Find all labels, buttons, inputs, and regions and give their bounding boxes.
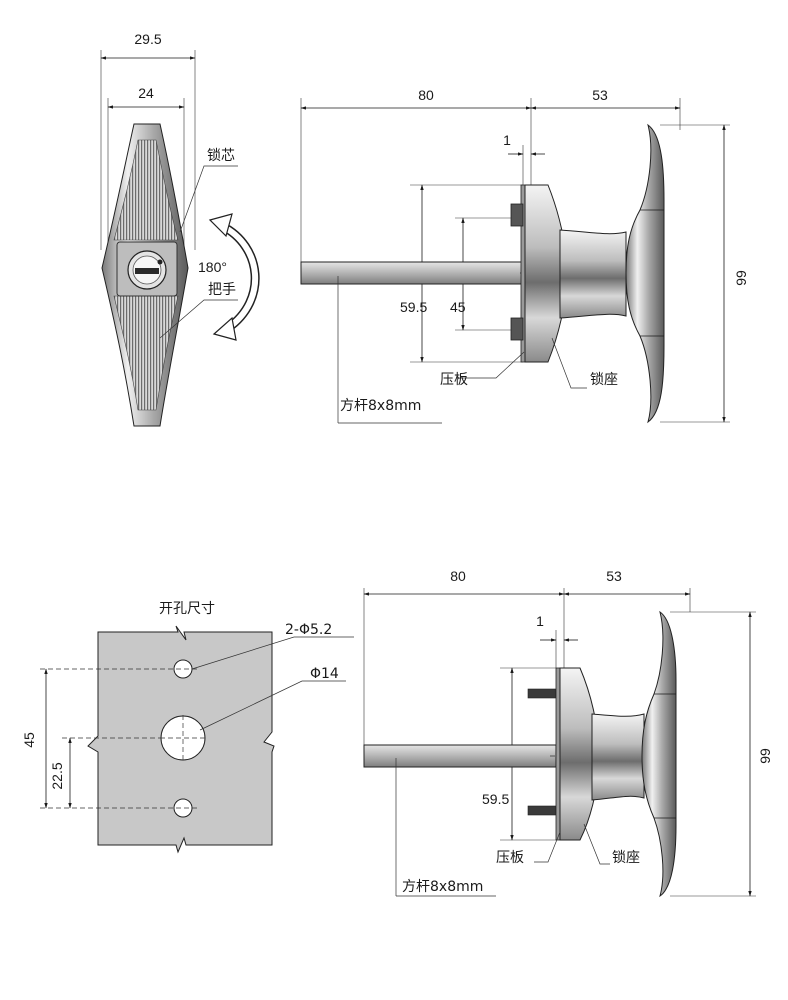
dim-29-5: 29.5 — [134, 31, 161, 47]
front-view: 29.5 24 锁芯 把手 180° — [100, 31, 260, 427]
pressure-plate-bottom — [555, 667, 561, 841]
dim-99-bottom: 99 — [757, 748, 773, 764]
dim-59-5-bottom: 59.5 — [482, 791, 509, 807]
dim-99-top: 99 — [733, 270, 749, 286]
label-lock-base-top: 锁座 — [590, 372, 618, 388]
label-square-shaft-top: 方杆8x8mm — [340, 398, 421, 414]
dim-24: 24 — [138, 85, 154, 101]
dim-53-bottom: 53 — [606, 568, 622, 584]
label-small-holes: 2-Φ5.2 — [285, 622, 332, 638]
square-shaft — [300, 261, 524, 285]
label-square-shaft-bottom: 方杆8x8mm — [402, 879, 483, 895]
label-pressure-plate-bottom: 压板 — [496, 850, 524, 866]
dim-80-bottom: 80 — [450, 568, 466, 584]
side-view-bottom: 80 53 1 99 59.5 压板 锁座 — [363, 568, 773, 898]
t-handle — [625, 123, 665, 424]
dim-45-cutout: 45 — [21, 732, 37, 748]
label-pressure-plate-top: 压板 — [440, 372, 468, 388]
square-shaft-bottom — [363, 744, 557, 768]
dim-1-bottom: 1 — [536, 613, 544, 629]
label-rotation: 180° — [198, 259, 227, 275]
dim-22-5-cutout: 22.5 — [49, 762, 65, 789]
dim-53-top: 53 — [592, 87, 608, 103]
dim-1-top: 1 — [503, 132, 511, 148]
dim-59-5-top: 59.5 — [400, 299, 427, 315]
dim-80-top: 80 — [418, 87, 434, 103]
cutout-title: 开孔尺寸 — [159, 601, 215, 617]
t-handle-bottom — [641, 610, 677, 898]
label-lock-core: 锁芯 — [207, 148, 235, 164]
label-lock-base-bottom: 锁座 — [612, 850, 640, 866]
side-view-top: 80 53 1 99 59.5 45 — [300, 87, 749, 424]
dim-45-top: 45 — [450, 299, 466, 315]
cutout-view: 开孔尺寸 45 22.5 2-Φ5.2 Φ14 — [21, 601, 354, 854]
label-handle: 把手 — [208, 282, 236, 298]
label-center-hole: Φ14 — [310, 666, 339, 682]
